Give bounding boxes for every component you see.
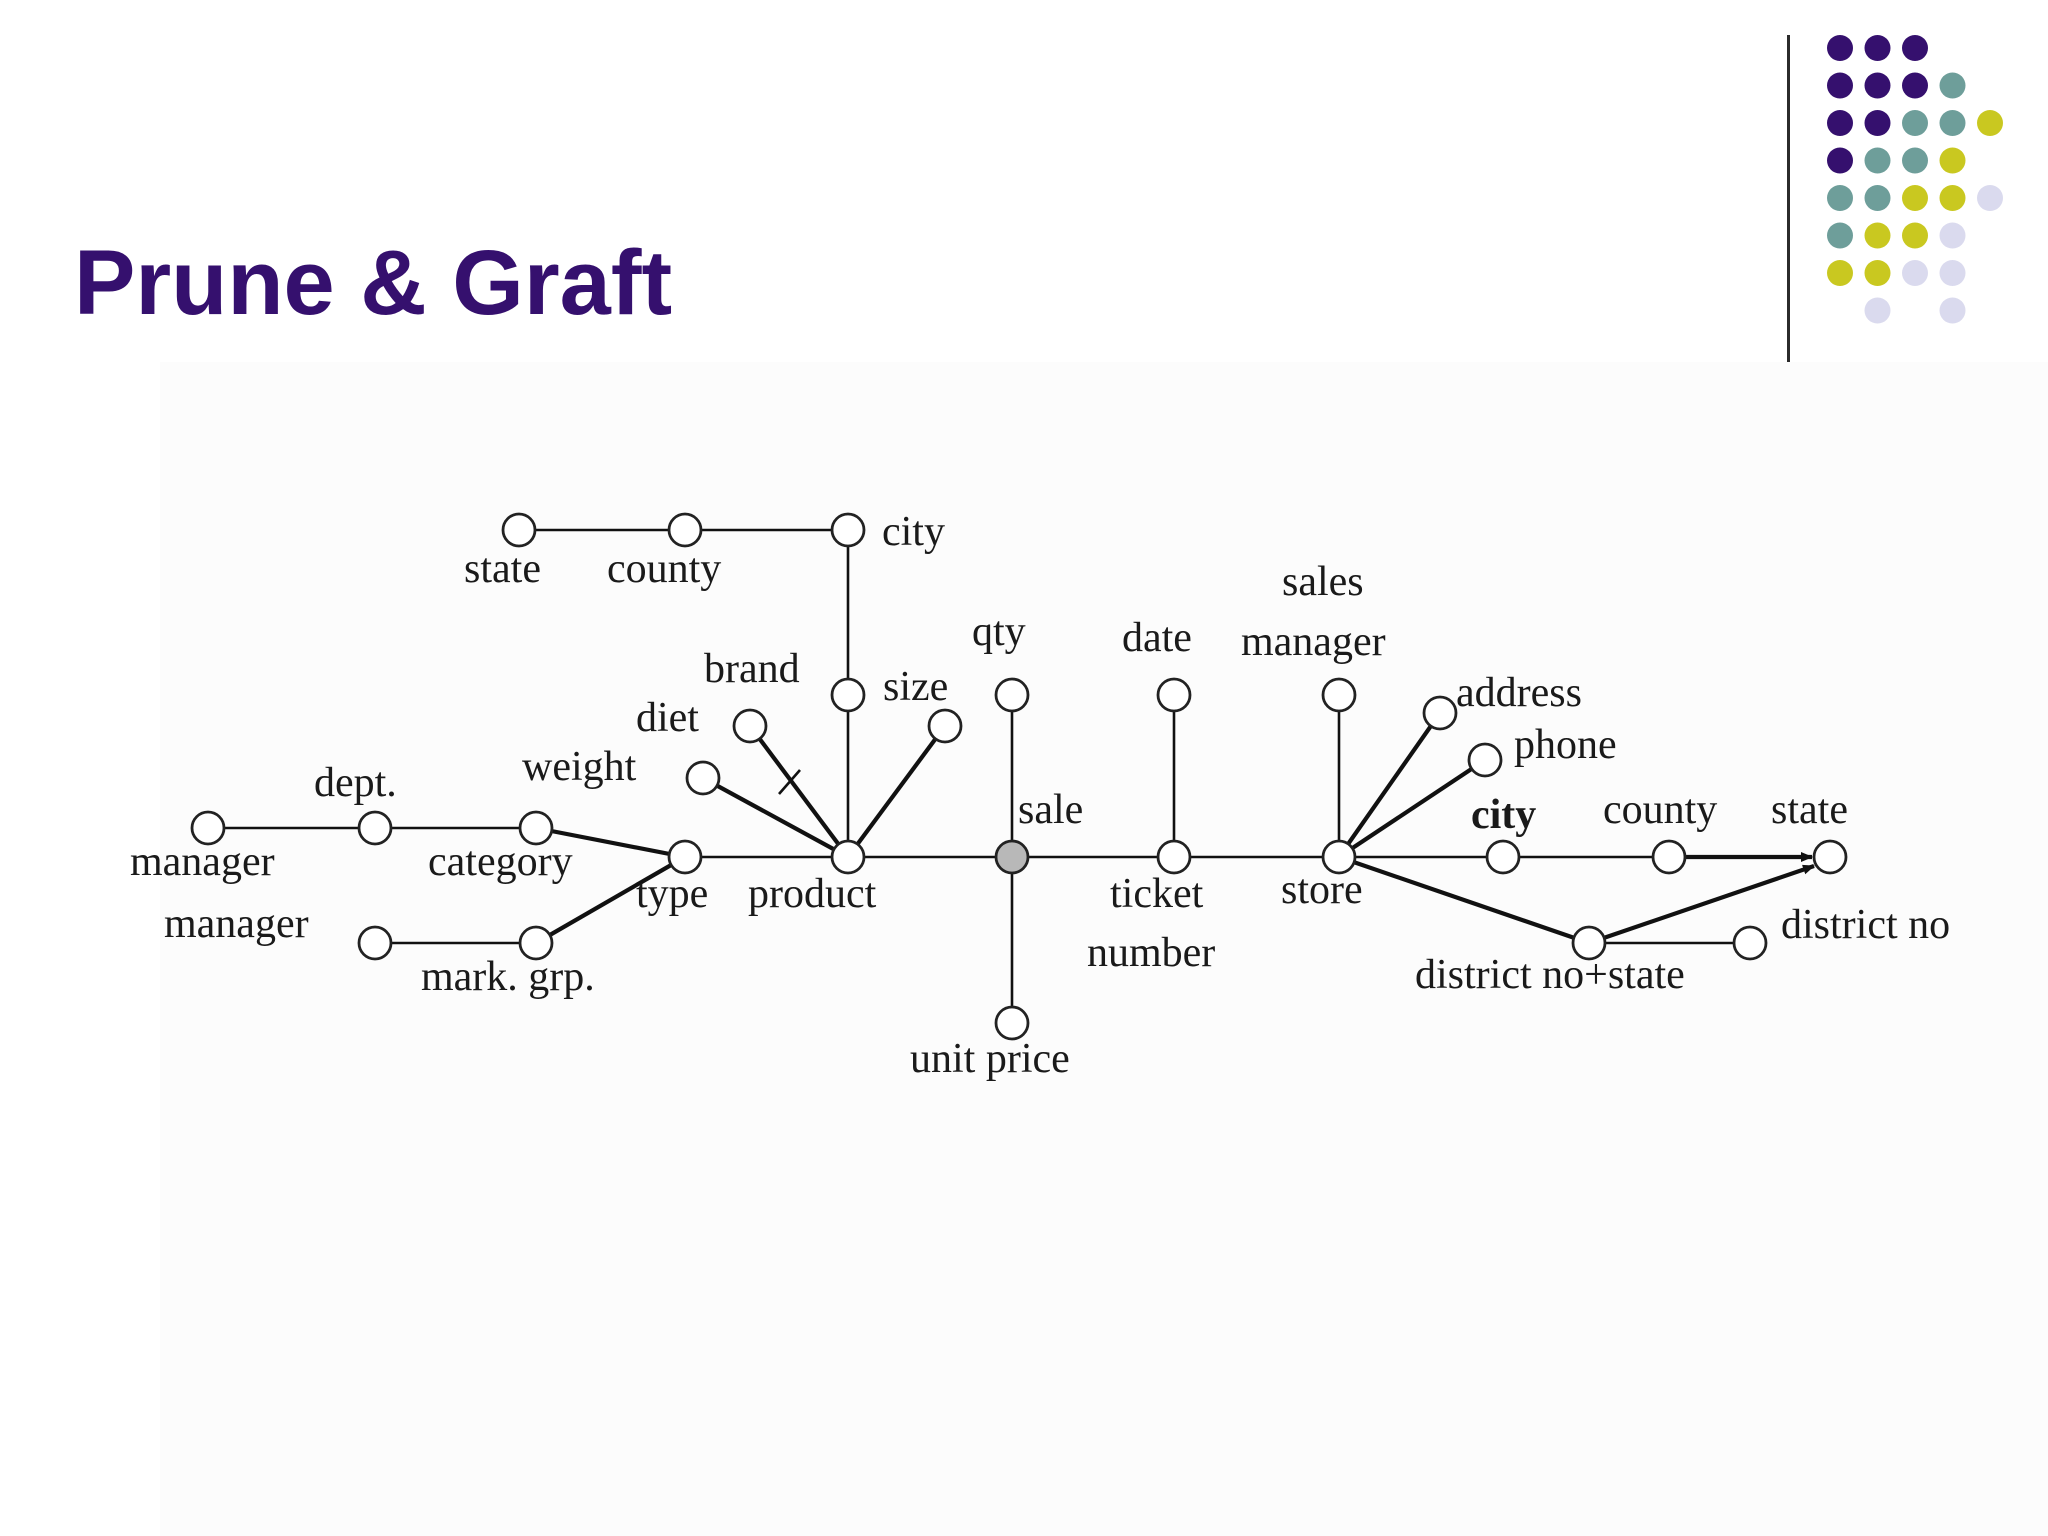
node-city-right [1485,839,1521,875]
label-ticket-line2: number [1087,930,1215,976]
edge-store-districtstate [1338,855,1590,945]
label-district-no: district no [1781,902,1950,948]
edge-address-store [1337,711,1442,859]
label-size: size [883,664,948,710]
node-brand [830,677,866,713]
label-ticket-line1: ticket [1110,871,1204,917]
node-manager-dept [190,810,226,846]
node-ticket-number [1156,839,1192,875]
node-sales-manager [1321,677,1357,713]
diagram-panel [160,362,2048,1536]
node-county-right [1651,839,1687,875]
title-divider [1787,35,1790,377]
node-weight [685,760,721,796]
node-size [927,708,963,744]
edge-diet-product [748,724,850,859]
node-date [1156,677,1192,713]
diagram-nodes [190,512,1848,1041]
node-unit-price [994,1005,1030,1041]
label-category: category [428,839,573,885]
node-type [667,839,703,875]
label-type: type [636,871,708,917]
edge-weight-product [701,776,850,859]
label-city-top: city [882,509,945,555]
node-product [830,839,866,875]
label-city-right: city [1471,792,1536,838]
node-district-no [1732,925,1768,961]
label-store: store [1281,867,1363,913]
node-manager-mark [357,925,393,961]
node-state-top [501,512,537,548]
label-sales-manager-line2: manager [1241,619,1386,665]
node-sale-fact [994,839,1030,875]
node-state-right [1812,839,1848,875]
edge-category-type [535,825,686,860]
node-store [1321,839,1357,875]
node-city-top [830,512,866,548]
label-sale: sale [1018,787,1083,833]
label-qty: qty [972,609,1026,655]
node-category [518,810,554,846]
diet-cut-mark [778,769,801,795]
edge-size-product [846,724,947,859]
diagram-edges [208,528,1815,1023]
label-mark-grp: mark. grp. [421,954,595,1000]
edge-phone-store [1337,758,1487,859]
node-diet [732,708,768,744]
label-unit-price: unit price [910,1036,1070,1082]
edge-districtstate-state [1588,864,1815,945]
label-state-right: state [1771,787,1848,833]
label-phone: phone [1514,722,1617,768]
label-date: date [1122,615,1192,661]
node-phone [1467,742,1503,778]
node-dept [357,810,393,846]
label-manager-dept: manager [130,839,275,885]
label-weight: weight [522,744,637,790]
label-district-state: district no+state [1415,952,1685,998]
label-manager-mark: manager [164,901,309,947]
label-dept: dept. [314,760,397,806]
label-product: product [748,871,877,917]
label-county-top: county [607,546,721,592]
node-qty [994,677,1030,713]
node-district-state [1571,925,1607,961]
label-sales-manager-line1: sales [1282,559,1364,605]
node-mark-grp [518,925,554,961]
label-county-right: county [1603,787,1717,833]
label-state-top: state [464,546,541,592]
diagram-labels: state county city brand size diet weight… [130,509,1950,1082]
label-address: address [1456,670,1582,716]
label-diet: diet [636,695,699,741]
label-brand: brand [704,646,800,692]
node-county-top [667,512,703,548]
slide-title: Prune & Graft [74,232,673,334]
node-address [1422,695,1458,731]
edge-markgrp-type [534,855,687,945]
